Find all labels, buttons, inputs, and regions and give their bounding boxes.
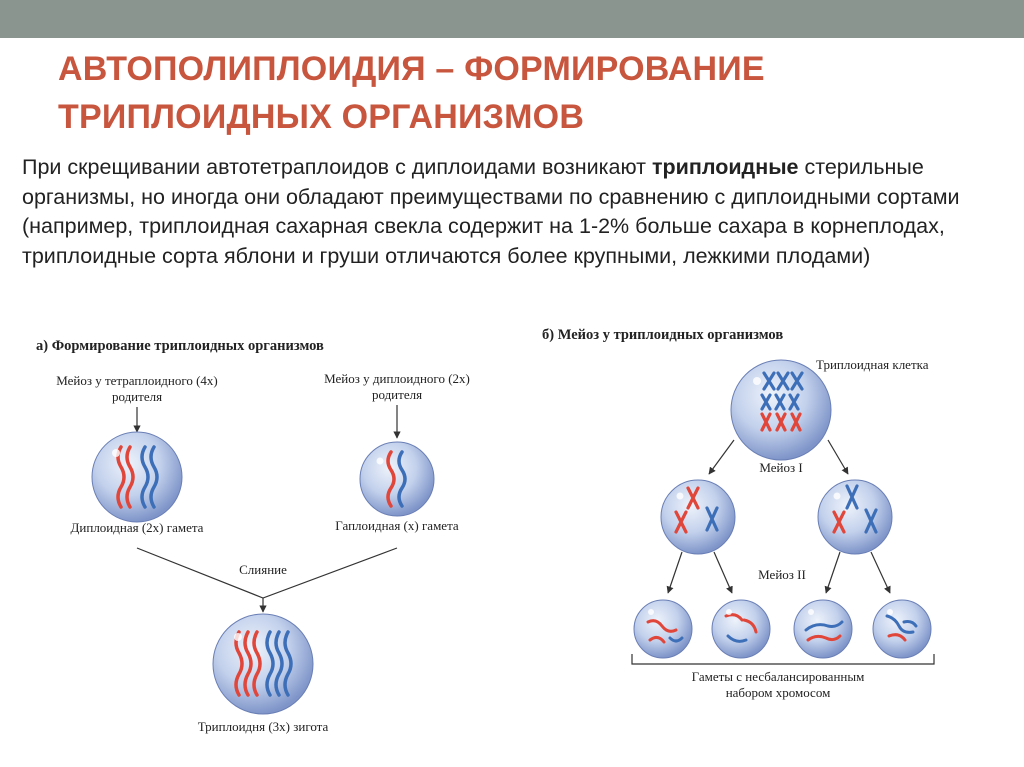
- arrow-meiosis2-4: [870, 551, 891, 594]
- haploid-gamete-label: Гаплоидная (x) гамета: [335, 518, 459, 533]
- arrow-meiosis1-left: [708, 439, 735, 475]
- diploid-parent-label: Мейоз у диплоидного (2x): [324, 371, 470, 386]
- panel-a-heading: а) Формирование триплоидных организмов: [36, 338, 324, 354]
- title-line-2: ТРИПЛОИДНЫХ ОРГАНИЗМОВ: [58, 98, 585, 136]
- gamete-3: [793, 599, 853, 659]
- body-text-bold: триплоидные: [651, 155, 799, 179]
- diploid-parent-label-2: родителя: [372, 387, 422, 402]
- diploid-gamete-label: Диплоидная (2x) гамета: [71, 520, 204, 535]
- meiosis-diagram: а) Формирование триплоидных организмов М…: [36, 327, 935, 734]
- gametes-bracket: [631, 654, 935, 665]
- arrow-meiosis2-2: [713, 551, 733, 594]
- slide-title: АВТОПОЛИПЛОИДИЯ – ФОРМИРОВАНИЕ ТРИПЛОИДН…: [58, 45, 998, 141]
- meiosis1-label: Мейоз I: [759, 460, 802, 475]
- body-text-part-2: стерильные организмы, но иногда они обла…: [22, 155, 960, 268]
- arrow-meiosis2-1: [666, 551, 683, 594]
- fusion-label: Слияние: [239, 562, 287, 577]
- tetraploid-parent-label: Мейоз у тетраплоидного (4x): [56, 373, 218, 388]
- body-paragraph: При скрещивании автотетраплоидов с дипло…: [22, 153, 1012, 271]
- gamete-4: [872, 599, 932, 659]
- tetraploid-parent-label-2: родителя: [112, 389, 162, 404]
- panel-b-heading: б) Мейоз у триплоидных организмов: [542, 327, 783, 343]
- triploid-zygote-cell: [212, 613, 314, 715]
- gamete-2: [711, 599, 771, 659]
- title-line-1: АВТОПОЛИПЛОИДИЯ – ФОРМИРОВАНИЕ: [58, 50, 765, 88]
- meiosis1-cell-left: [660, 479, 736, 555]
- triploid-cell: [730, 359, 832, 461]
- arrow-meiosis2-3: [824, 551, 841, 594]
- meiosis1-cell-right: [817, 479, 893, 555]
- gametes-label-2: набором хромосом: [726, 685, 831, 700]
- haploid-gamete-cell: [359, 441, 435, 517]
- zygote-label: Триплоидня (3x) зигота: [198, 719, 329, 734]
- gamete-1: [633, 599, 693, 659]
- top-bar: [0, 0, 1024, 38]
- diploid-gamete-cell: [91, 431, 183, 523]
- meiosis2-label: Мейоз II: [758, 567, 806, 582]
- arrow-meiosis1-right: [827, 439, 849, 475]
- body-text-part-1: При скрещивании автотетраплоидов с дипло…: [22, 155, 652, 179]
- gametes-label: Гаметы с несбалансированным: [692, 669, 865, 684]
- triploid-cell-label: Триплоидная клетка: [816, 357, 929, 372]
